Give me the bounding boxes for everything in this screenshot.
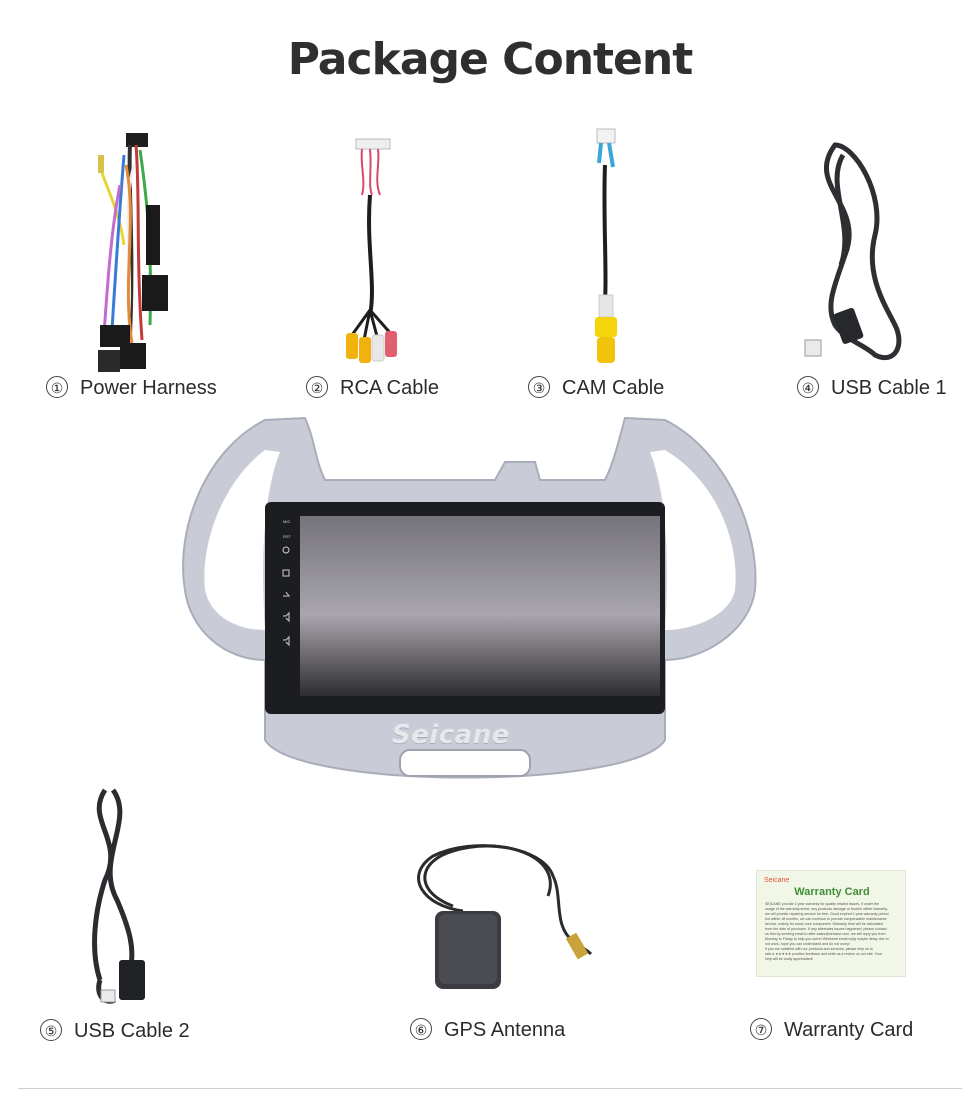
caption-usb-cable-1: ④ USB Cable 1 (797, 376, 947, 400)
caption-warranty-card: ⑦ Warranty Card (750, 1018, 913, 1042)
item-label: Power Harness (80, 377, 217, 399)
item-number: ⑥ (410, 1018, 432, 1040)
rca-cable-drawing (346, 138, 397, 363)
svg-text:RST: RST (283, 534, 292, 539)
warranty-card-brand: Seicane (764, 877, 790, 884)
item-label: RCA Cable (340, 377, 439, 399)
item-label: USB Cable 1 (831, 377, 947, 399)
power-harness-image (90, 125, 180, 375)
item-number: ④ (797, 376, 819, 398)
item-label: CAM Cable (562, 377, 665, 399)
usb-cable-2-drawing (92, 788, 145, 1004)
warranty-card-line: we will provide repairing service for fr… (765, 912, 889, 916)
item-number: ⑤ (40, 1019, 62, 1041)
gps-antenna-image (403, 836, 603, 996)
caption-usb-cable-2: ⑤ USB Cable 2 (40, 1019, 190, 1043)
warranty-card-line: us first by sending email to after-sales… (765, 932, 886, 936)
caption-cam-cable: ③ CAM Cable (528, 376, 664, 400)
rca-cable-image (340, 135, 410, 370)
item-label: Warranty Card (784, 1019, 914, 1041)
item-number: ① (46, 376, 68, 398)
usb-cable-1-image (795, 125, 915, 370)
item-label: USB Cable 2 (74, 1020, 190, 1042)
power-harness-drawing (98, 133, 168, 372)
svg-text:MIC: MIC (283, 519, 290, 524)
gps-antenna-drawing (417, 844, 593, 989)
warranty-card-line: but within 18 months, we can continue to… (765, 917, 887, 921)
warranty-card-line: usage of the warranty sheet, any product… (765, 907, 888, 911)
car-stereo-image: MIC RST (165, 410, 765, 800)
warranty-card-line: from the date of purchase. If any afters… (765, 927, 887, 931)
item-number: ② (306, 376, 328, 398)
warranty-card-image: Seicane Warranty Card SEICANE provide 1 … (756, 870, 906, 977)
cam-cable-drawing (595, 128, 617, 363)
item-number: ③ (528, 376, 550, 398)
warranty-card-line: service, mainly for some core component.… (765, 922, 883, 926)
footer-divider (18, 1088, 962, 1089)
warranty-card-line: not work, hope you can understand and do… (765, 942, 850, 946)
warranty-card-line: rate a ★★★★★ positive feedback and write… (765, 952, 882, 956)
car-stereo-drawing: MIC RST (182, 416, 757, 779)
warranty-card-line: If you are satisfied with our products a… (765, 947, 873, 951)
caption-rca-cable: ② RCA Cable (306, 376, 439, 400)
page-title: Package Content (287, 34, 694, 85)
item-label: GPS Antenna (444, 1019, 566, 1041)
caption-power-harness: ① Power Harness (46, 376, 217, 400)
usb-cable-2-image (75, 780, 165, 1010)
warranty-card-line: Monday to Friday to help you solve! Week… (765, 937, 889, 941)
warranty-card-heading: Warranty Card (794, 886, 870, 898)
seicane-watermark: Seicane (392, 720, 510, 750)
usb-cable-1-drawing (804, 142, 902, 361)
cam-cable-image (585, 125, 635, 370)
item-number: ⑦ (750, 1018, 772, 1040)
caption-gps-antenna: ⑥ GPS Antenna (410, 1018, 565, 1042)
warranty-card-body: SEICANE provide 1 year warranty for qual… (765, 902, 899, 962)
warranty-card-line: SEICANE provide 1 year warranty for qual… (765, 902, 880, 906)
warranty-card-line: help will be really appreciated! (765, 957, 814, 961)
